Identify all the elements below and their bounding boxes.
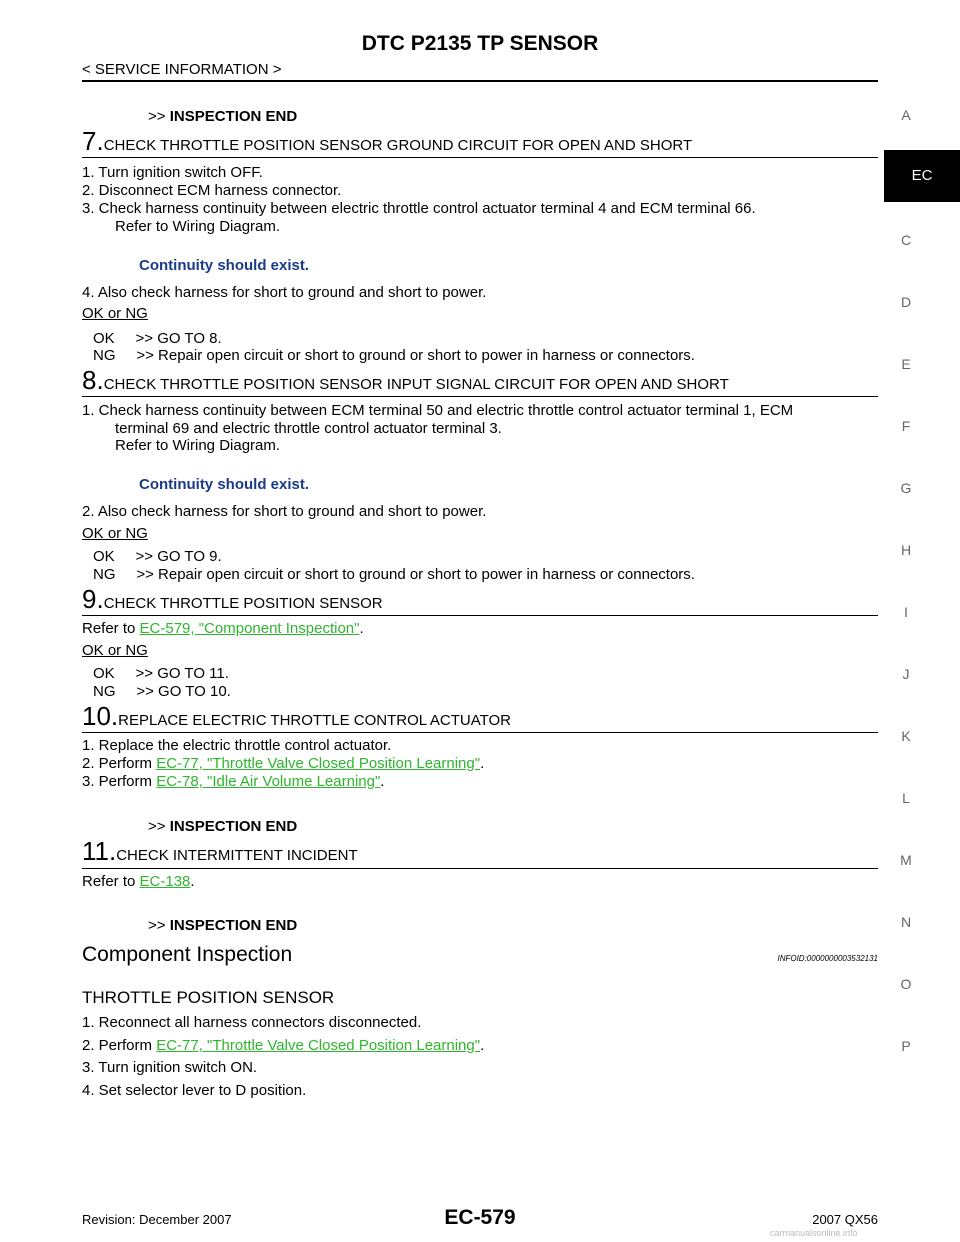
side-tab-n[interactable]: N bbox=[900, 914, 912, 930]
component-inspection-title: Component Inspection bbox=[82, 943, 293, 966]
side-tab-k[interactable]: K bbox=[901, 728, 911, 744]
side-tab-j[interactable]: J bbox=[902, 666, 910, 682]
side-tab-m[interactable]: M bbox=[900, 852, 912, 868]
side-tab-e[interactable]: E bbox=[901, 356, 911, 372]
step-10-line-3: 3. Perform EC-78, "Idle Air Volume Learn… bbox=[82, 773, 385, 790]
idle-air-volume-learning-link[interactable]: EC-78, "Idle Air Volume Learning" bbox=[156, 773, 381, 790]
step-7-line-4: 4. Also check harness for short to groun… bbox=[82, 284, 487, 301]
step-10-heading: 10.REPLACE ELECTRIC THROTTLE CONTROL ACT… bbox=[82, 701, 511, 731]
step-10-line-2: 2. Perform EC-77, "Throttle Valve Closed… bbox=[82, 755, 485, 772]
component-line-4: 4. Set selector lever to D position. bbox=[82, 1082, 307, 1099]
step-9-heading: 9.CHECK THROTTLE POSITION SENSOR bbox=[82, 584, 383, 614]
side-tab-g[interactable]: G bbox=[900, 480, 912, 496]
step-10-rule bbox=[82, 732, 878, 733]
step-8-continuity: Continuity should exist. bbox=[139, 476, 310, 493]
step-8-line-1c: Refer to Wiring Diagram. bbox=[115, 437, 281, 454]
step-9-rule bbox=[82, 615, 878, 616]
step-7-rule bbox=[82, 157, 878, 158]
step-7-line-3b: Refer to Wiring Diagram. bbox=[115, 218, 281, 235]
ec-138-link[interactable]: EC-138 bbox=[139, 873, 191, 890]
step-8-rule bbox=[82, 396, 878, 397]
step-7-heading: 7.CHECK THROTTLE POSITION SENSOR GROUND … bbox=[82, 126, 693, 156]
step-9-okng: OK or NG bbox=[82, 642, 148, 659]
step-7-ok: OK >> GO TO 8. bbox=[93, 330, 222, 347]
side-tab-o[interactable]: O bbox=[900, 976, 912, 992]
side-tab-l[interactable]: L bbox=[902, 790, 910, 806]
component-inspection-link[interactable]: EC-579, "Component Inspection" bbox=[139, 620, 360, 637]
side-tab-h[interactable]: H bbox=[900, 542, 912, 558]
section-breadcrumb: < SERVICE INFORMATION > bbox=[82, 61, 282, 78]
side-tab-c[interactable]: C bbox=[900, 232, 912, 248]
step-8-heading: 8.CHECK THROTTLE POSITION SENSOR INPUT S… bbox=[82, 365, 729, 395]
header-divider bbox=[82, 80, 878, 82]
step-7-line-2: 2. Disconnect ECM harness connector. bbox=[82, 182, 342, 199]
side-tab-a[interactable]: A bbox=[901, 107, 911, 123]
side-tab-ec-active[interactable]: EC bbox=[884, 150, 960, 202]
step-7-line-1: 1. Turn ignition switch OFF. bbox=[82, 164, 263, 181]
step-11-rule bbox=[82, 868, 878, 869]
step-7-okng: OK or NG bbox=[82, 305, 148, 322]
watermark: carmanualsonline.info bbox=[770, 1228, 858, 1238]
component-line-2: 2. Perform EC-77, "Throttle Valve Closed… bbox=[82, 1037, 485, 1054]
footer-page-number: EC-579 bbox=[444, 1206, 516, 1229]
info-id: INFOID:0000000003532131 bbox=[777, 954, 878, 963]
step-8-ng: NG >> Repair open circuit or short to gr… bbox=[93, 566, 695, 583]
step-9-ok: OK >> GO TO 11. bbox=[93, 665, 229, 682]
component-line-3: 3. Turn ignition switch ON. bbox=[82, 1059, 258, 1076]
page-title: DTC P2135 TP SENSOR bbox=[361, 32, 599, 55]
step-10-line-1: 1. Replace the electric throttle control… bbox=[82, 737, 392, 754]
throttle-position-sensor-subtitle: THROTTLE POSITION SENSOR bbox=[82, 988, 335, 1007]
tv-closed-position-learning-link-2[interactable]: EC-77, "Throttle Valve Closed Position L… bbox=[156, 1037, 481, 1054]
inspection-end-top: >> INSPECTION END bbox=[148, 108, 298, 125]
step-11-heading: 11.CHECK INTERMITTENT INCIDENT bbox=[82, 836, 358, 866]
footer-model: 2007 QX56 bbox=[812, 1212, 878, 1227]
step-8-line-2: 2. Also check harness for short to groun… bbox=[82, 503, 487, 520]
step-9-ng: NG >> GO TO 10. bbox=[93, 683, 231, 700]
footer-revision: Revision: December 2007 bbox=[82, 1212, 232, 1227]
step-8-ok: OK >> GO TO 9. bbox=[93, 548, 222, 565]
inspection-end-mid: >> INSPECTION END bbox=[148, 818, 298, 835]
step-11-refer: Refer to EC-138. bbox=[82, 873, 195, 890]
side-tab-d[interactable]: D bbox=[900, 294, 912, 310]
step-8-line-1b: terminal 69 and electric throttle contro… bbox=[115, 420, 502, 437]
component-line-1: 1. Reconnect all harness connectors disc… bbox=[82, 1014, 422, 1031]
tv-closed-position-learning-link[interactable]: EC-77, "Throttle Valve Closed Position L… bbox=[156, 755, 481, 772]
step-8-okng: OK or NG bbox=[82, 525, 148, 542]
side-tab-f[interactable]: F bbox=[901, 418, 911, 434]
step-7-continuity: Continuity should exist. bbox=[139, 257, 310, 274]
step-7-line-3: 3. Check harness continuity between elec… bbox=[82, 200, 756, 217]
step-9-refer: Refer to EC-579, "Component Inspection". bbox=[82, 620, 364, 637]
step-7-ng: NG >> Repair open circuit or short to gr… bbox=[93, 347, 695, 364]
step-8-line-1: 1. Check harness continuity between ECM … bbox=[82, 402, 794, 419]
side-tab-p[interactable]: P bbox=[901, 1038, 911, 1054]
side-tab-i[interactable]: I bbox=[904, 604, 908, 620]
inspection-end-bottom: >> INSPECTION END bbox=[148, 917, 298, 934]
